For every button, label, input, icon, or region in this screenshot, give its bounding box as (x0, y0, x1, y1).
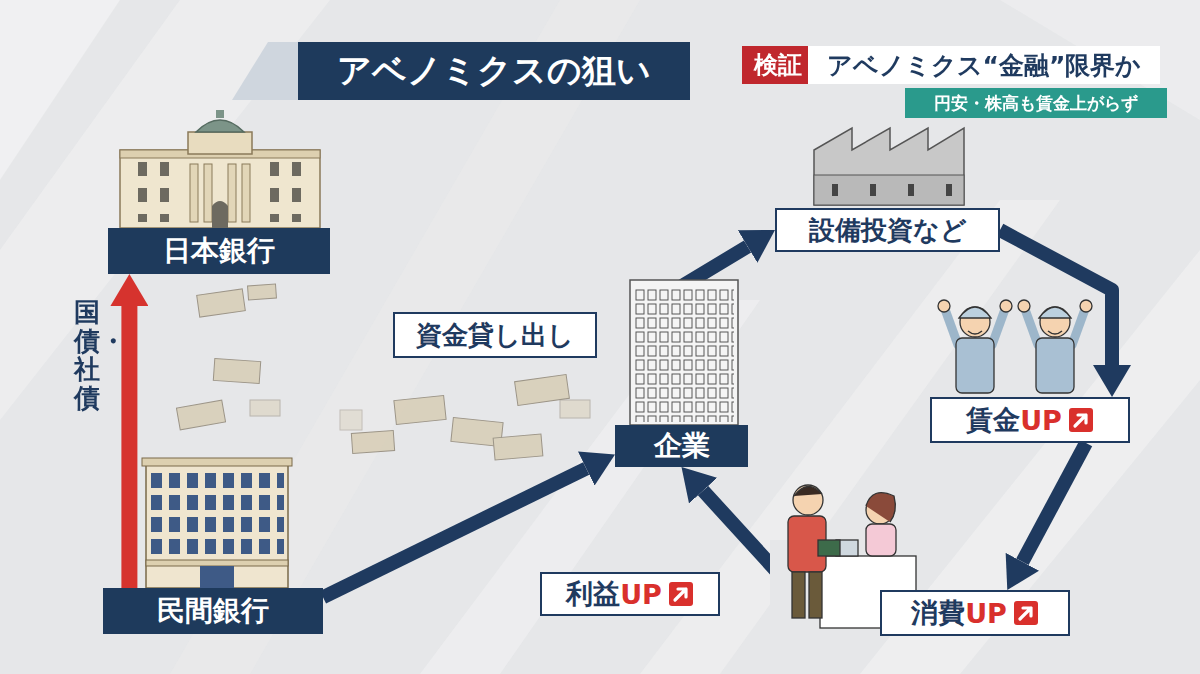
process-box: 設備投資など (775, 208, 1000, 252)
headline-box: アベノミクス“金融”限界か (808, 46, 1160, 84)
up-arrow-icon (668, 581, 694, 607)
workers (938, 300, 1092, 393)
up-arrow-icon (1013, 600, 1039, 626)
bank-label: 日本銀行 (108, 228, 330, 274)
private-bank-building (142, 458, 292, 588)
process-box: 消費UP (880, 590, 1070, 636)
box-text: 日本銀行 (163, 232, 275, 270)
box-text: 消費 (911, 595, 965, 631)
title-text: アベノミクスの狙い (337, 48, 651, 94)
edge-label: 国債・社債 (74, 298, 100, 412)
company-label: 企業 (615, 425, 748, 467)
flow-arrow (121, 306, 137, 588)
flow-arrow (1022, 443, 1086, 562)
box-text: 設備投資など (809, 213, 967, 248)
up-arrow-icon (1068, 407, 1094, 433)
bank-label: 民間銀行 (103, 588, 323, 634)
box-text: アベノミクス“金融”限界か (827, 49, 1142, 82)
badge: 検証 (742, 46, 814, 84)
box-text: 企業 (654, 427, 710, 465)
company-building (630, 280, 738, 425)
box-text: 利益 (566, 576, 620, 612)
box-text: 資金貸し出し (416, 318, 574, 353)
flow-label-box: 資金貸し出し (393, 312, 597, 358)
box-text: 賃金 (966, 402, 1020, 438)
money-bills (176, 284, 590, 460)
emphasis-text: UP (1020, 405, 1062, 436)
process-box: 賃金UP (930, 397, 1130, 443)
emphasis-text: UP (965, 598, 1007, 629)
title-band: アベノミクスの狙い (298, 42, 690, 100)
box-text: 検証 (754, 49, 802, 81)
box-text: 円安・株高も賃金上がらず (934, 92, 1138, 115)
central-bank-building (120, 110, 320, 228)
emphasis-text: UP (620, 579, 662, 610)
box-text: 民間銀行 (157, 592, 269, 630)
subtitle-band: 円安・株高も賃金上がらず (905, 88, 1167, 118)
process-box: 利益UP (540, 572, 720, 616)
factory (814, 128, 964, 205)
